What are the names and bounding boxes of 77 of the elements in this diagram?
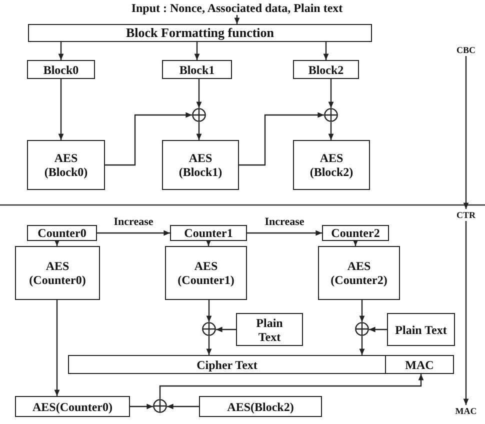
arrow bbox=[206, 240, 212, 246]
process-box bbox=[387, 313, 455, 346]
process-box bbox=[165, 246, 247, 300]
process-box bbox=[162, 60, 232, 79]
arrow bbox=[105, 112, 192, 166]
process-box bbox=[318, 246, 400, 300]
arrow bbox=[369, 326, 387, 332]
arrow bbox=[159, 374, 424, 399]
arrow bbox=[167, 404, 199, 410]
arrow bbox=[234, 15, 240, 24]
process-box bbox=[293, 140, 370, 190]
process-box bbox=[162, 140, 239, 190]
arrow bbox=[130, 404, 153, 410]
process-box bbox=[27, 60, 95, 79]
process-box bbox=[27, 140, 105, 190]
process-box bbox=[15, 246, 100, 300]
xor-symbol bbox=[192, 108, 206, 122]
arrow bbox=[206, 300, 212, 322]
xor-symbol bbox=[153, 399, 167, 413]
box-label: AES(Block2) bbox=[227, 400, 294, 414]
arrow bbox=[196, 79, 202, 108]
input-label: Input : Nonce, Associated data, Plain text bbox=[131, 1, 343, 15]
process-box bbox=[27, 225, 97, 241]
box-label: Plain Text bbox=[395, 322, 447, 336]
box-label: Block0 bbox=[43, 62, 79, 76]
box-label: Counter1 bbox=[184, 226, 233, 240]
arrow bbox=[463, 221, 469, 405]
box-label: Plain Text bbox=[255, 316, 284, 344]
box-label: Block Formatting function bbox=[126, 26, 274, 40]
process-box bbox=[293, 60, 359, 79]
arrow bbox=[359, 336, 365, 355]
box-label: AES (Counter0) bbox=[28, 259, 87, 287]
arrow bbox=[54, 240, 60, 246]
arrow bbox=[239, 112, 324, 166]
xor-symbol bbox=[202, 322, 216, 336]
arrow bbox=[328, 122, 334, 140]
box-label: Counter2 bbox=[331, 226, 380, 240]
box-label: AES(Counter0) bbox=[32, 400, 112, 414]
box-label: Block1 bbox=[179, 62, 215, 76]
box-label: Counter0 bbox=[38, 226, 86, 240]
arrow bbox=[359, 300, 365, 322]
box-label: AES (Block2) bbox=[308, 151, 354, 179]
process-box bbox=[199, 396, 322, 417]
arrow bbox=[206, 336, 212, 355]
box-label: AES (Block1) bbox=[178, 151, 224, 179]
arrow bbox=[58, 42, 64, 60]
box-label: MAC bbox=[405, 358, 434, 372]
xor-symbol bbox=[324, 108, 338, 122]
stage-label: CBC bbox=[456, 44, 476, 57]
arrow bbox=[196, 122, 202, 140]
arrow bbox=[352, 240, 358, 246]
box-label: AES (Counter2) bbox=[330, 259, 388, 287]
process-box bbox=[236, 313, 303, 346]
arrow bbox=[323, 42, 329, 60]
arrow bbox=[463, 56, 469, 209]
process-box bbox=[68, 355, 386, 374]
edge-label: Increase bbox=[112, 216, 156, 228]
arrow bbox=[247, 230, 322, 236]
xor-symbol bbox=[355, 322, 369, 336]
process-box bbox=[322, 225, 389, 241]
arrow bbox=[216, 326, 236, 332]
arrow bbox=[54, 300, 60, 396]
process-box bbox=[28, 24, 372, 42]
box-label: AES (Block0) bbox=[43, 151, 89, 179]
process-box bbox=[170, 225, 247, 241]
arrow bbox=[194, 42, 200, 60]
process-box bbox=[385, 355, 454, 374]
stage-label: MAC bbox=[455, 405, 477, 418]
edge-label: Increase bbox=[262, 216, 306, 228]
arrow bbox=[97, 230, 170, 236]
arrow bbox=[328, 79, 334, 108]
box-label: AES (Counter1) bbox=[176, 259, 236, 287]
box-label: Cipher Text bbox=[196, 358, 258, 372]
arrow bbox=[58, 79, 64, 140]
process-box bbox=[15, 396, 130, 417]
stage-label: CTR bbox=[456, 209, 476, 222]
box-label: Block2 bbox=[308, 62, 344, 76]
